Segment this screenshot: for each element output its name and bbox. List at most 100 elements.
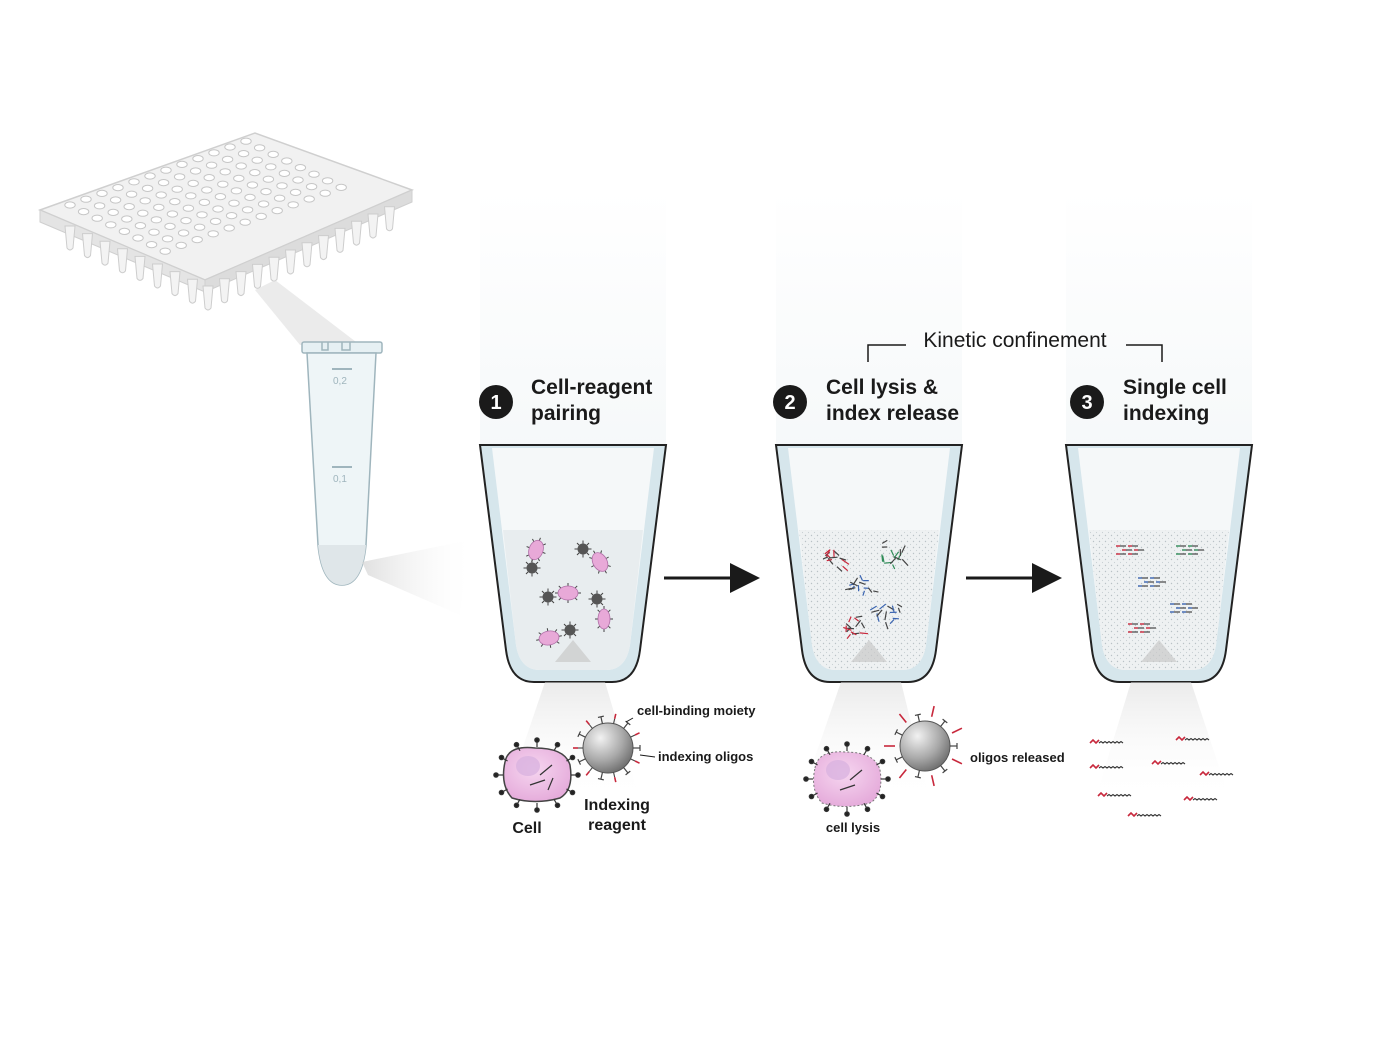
indexing-reagent-label-line1: Indexing xyxy=(584,797,650,814)
plate-well xyxy=(308,170,320,178)
plate-tube-tip xyxy=(284,249,297,275)
oligos-pointer xyxy=(639,754,656,758)
plate-well xyxy=(233,174,245,182)
plate-well xyxy=(265,163,277,171)
step-1-title-line2: pairing xyxy=(531,402,601,425)
plate-well xyxy=(105,221,117,229)
plate-well xyxy=(221,155,234,163)
detail-step-1: cell-binding moiety indexing oligos Cell… xyxy=(493,703,756,837)
plate-well xyxy=(125,190,138,198)
indexed-cluster xyxy=(1138,577,1166,587)
plate-well xyxy=(224,143,236,151)
plate-well xyxy=(141,184,154,192)
plate-well xyxy=(276,182,288,190)
pink-cell xyxy=(536,628,562,648)
released-bead xyxy=(884,705,963,787)
plate-well xyxy=(249,169,261,177)
plate-well xyxy=(177,229,190,237)
plate-tube-tip xyxy=(81,233,94,259)
indexing-reagent-bead xyxy=(573,713,641,783)
plate-well xyxy=(96,189,108,197)
plate-well xyxy=(267,150,279,158)
oligos-released-label: oligos released xyxy=(970,750,1065,765)
plate-well xyxy=(203,174,215,182)
plate-well xyxy=(164,222,176,230)
plate-well xyxy=(128,178,140,186)
step-2-title-line2: index release xyxy=(826,402,959,425)
plate-well xyxy=(134,222,147,230)
indexed-cluster xyxy=(1176,545,1204,555)
indexed-oligo xyxy=(1183,795,1218,802)
indexing-reagent-label-line2: reagent xyxy=(588,817,646,834)
plate-well xyxy=(173,173,186,181)
indexed-oligo xyxy=(1175,735,1210,742)
step-2-number: 2 xyxy=(784,392,795,414)
lysed-cell-illustration xyxy=(803,741,891,817)
plate-well xyxy=(196,211,208,219)
plate-well xyxy=(262,175,275,183)
plate-well xyxy=(182,204,195,212)
well-plate-illustration xyxy=(37,132,415,311)
plate-well xyxy=(193,223,206,231)
step-2-title-line1: Cell lysis & xyxy=(826,376,938,399)
indexing-oligos-label: indexing oligos xyxy=(658,749,753,764)
plate-well xyxy=(109,196,122,204)
plate-well xyxy=(77,208,90,216)
tube-zoom-beam xyxy=(362,540,470,615)
step-1-title-line1: Cell-reagent xyxy=(531,376,652,399)
plate-well xyxy=(169,198,181,206)
step-3-header: 3 Single cell indexing xyxy=(1070,376,1227,425)
plate-well xyxy=(139,197,151,205)
zoom-beam-step-3 xyxy=(1095,682,1230,800)
plate-well xyxy=(305,183,318,191)
plate-tube-tip xyxy=(383,206,396,232)
plate-well xyxy=(198,198,211,206)
plate-well xyxy=(281,157,293,165)
plate-well xyxy=(237,150,250,158)
plate-well xyxy=(107,208,119,216)
plate-tube-tip xyxy=(64,225,76,251)
plate-well xyxy=(185,192,197,200)
plate-well xyxy=(240,137,252,145)
step-3-title-line2: indexing xyxy=(1123,402,1209,425)
indexed-oligo xyxy=(1127,811,1162,818)
plate-well xyxy=(230,187,243,195)
indexed-oligo xyxy=(1151,759,1186,766)
plate-well xyxy=(118,227,131,235)
tube-volume-mark-upper: 0,2 xyxy=(333,376,347,387)
pink-cell xyxy=(555,583,581,603)
step-1-badge xyxy=(479,385,513,419)
step-1-number: 1 xyxy=(490,392,501,414)
plate-well xyxy=(160,166,172,174)
plate-well xyxy=(166,210,179,218)
pink-cell xyxy=(595,606,613,632)
plate-well xyxy=(150,216,163,224)
plate-well xyxy=(175,241,187,249)
plate-well xyxy=(235,162,247,170)
plate-well xyxy=(294,164,307,172)
plate-tube-tip xyxy=(350,220,363,246)
plate-tube-tip xyxy=(367,213,379,239)
lysis-cluster xyxy=(869,603,903,630)
plate-well xyxy=(176,160,188,168)
kinetic-confinement-bracket: Kinetic confinement xyxy=(867,329,1163,362)
tube-step-3 xyxy=(1064,190,1254,683)
plate-well xyxy=(246,181,259,189)
plate-tube-tip xyxy=(301,242,313,268)
plate-well xyxy=(144,172,156,180)
plate-well xyxy=(303,195,315,203)
plate-well xyxy=(112,184,124,192)
pcr-tube-illustration: 0,2 0,1 xyxy=(301,341,383,586)
plate-tube-tip xyxy=(202,285,214,311)
plate-tube-tip xyxy=(218,278,231,304)
plate-well xyxy=(148,228,160,236)
moiety-pointer xyxy=(625,717,634,723)
plate-well xyxy=(64,201,76,209)
detail-step-2: oligos released cell lysis xyxy=(803,705,1065,835)
plate-well xyxy=(121,215,133,223)
plate-well xyxy=(145,241,158,249)
plate-well xyxy=(239,218,251,226)
plate-tube-tip xyxy=(235,271,247,297)
detail-step-3-indexed-oligos xyxy=(1089,735,1234,818)
plate-well xyxy=(292,176,304,184)
